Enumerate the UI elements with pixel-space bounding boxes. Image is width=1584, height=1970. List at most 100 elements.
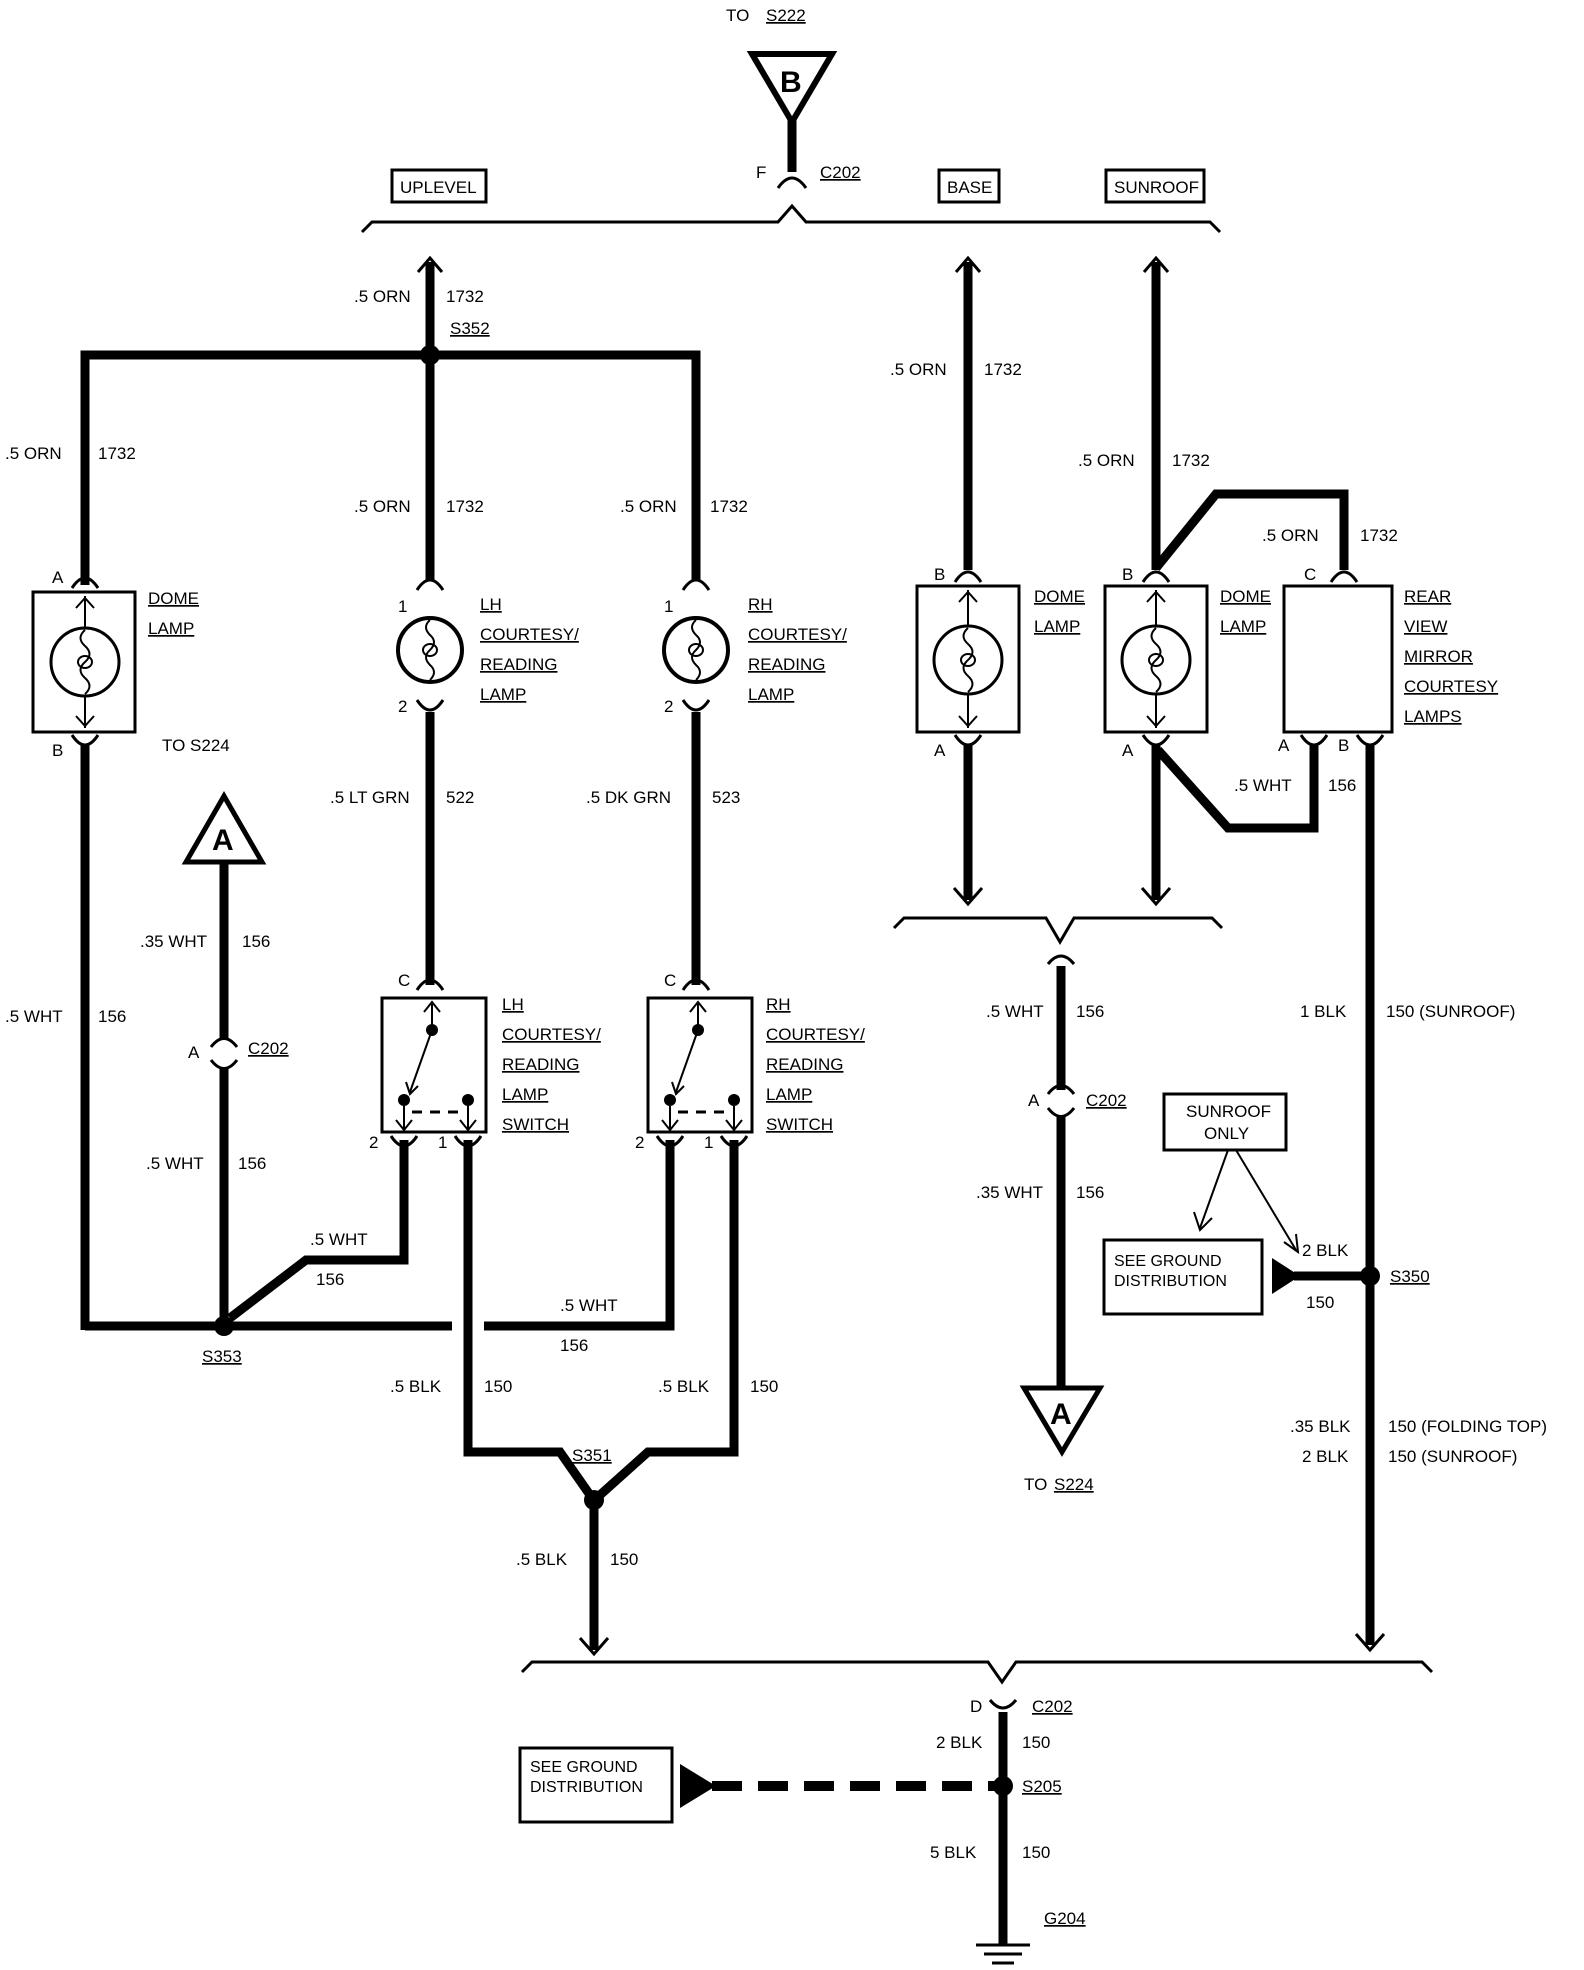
wire-number: 150 (484, 1377, 512, 1396)
wire-label: .5 WHT (146, 1154, 204, 1173)
wire-label: .35 WHT (976, 1183, 1043, 1202)
pin-label: A (1028, 1091, 1040, 1110)
wire-label: .5 ORN (890, 360, 947, 379)
component-label: COURTESY (1404, 677, 1498, 696)
component-label: LAMP (1220, 617, 1266, 636)
pin-label: A (1278, 736, 1290, 755)
component-label: DOME (1034, 587, 1085, 606)
s351-label: S351 (572, 1446, 612, 1465)
note-text: SEE GROUND (1114, 1253, 1222, 1270)
pin-label: A (1122, 741, 1134, 760)
wire-number: 150 (FOLDING TOP) (1388, 1417, 1547, 1436)
component-label: LAMP (766, 1085, 812, 1104)
note-text: SEE GROUND (530, 1759, 638, 1776)
pin-label: A (934, 741, 946, 760)
wire-label: 2 BLK (936, 1733, 983, 1752)
connector-b-triangle (746, 51, 838, 128)
pin-label: B (1122, 565, 1133, 584)
note-text: ONLY (1204, 1124, 1249, 1143)
wire-label: .35 WHT (140, 932, 207, 951)
pin-label: B (1338, 736, 1349, 755)
component-label: COURTESY/ (766, 1025, 865, 1044)
s205-label: S205 (1022, 1777, 1062, 1796)
g204-label: G204 (1044, 1909, 1086, 1928)
s351-splice: S351 .5 BLK 150 .5 BLK 150 .5 BLK 150 (390, 1140, 778, 1657)
top-connector-b: TO S222 B F C202 (726, 6, 861, 189)
pin-label: 1 (664, 597, 673, 616)
to-label: TO (1024, 1475, 1047, 1494)
pin-label: 2 (369, 1133, 378, 1152)
pin-label: C (398, 971, 410, 990)
wire-number: 150 (SUNROOF) (1388, 1447, 1517, 1466)
lh-courtesy-lamp: 1 2 LH COURTESY/ READING LAMP .5 LT GRN … (330, 578, 579, 985)
pin-label: B (934, 565, 945, 584)
s224-label: S224 (1054, 1475, 1094, 1494)
pin-label: C (1304, 565, 1316, 584)
c202-label: C202 (248, 1039, 289, 1058)
lh-courtesy-switch: C 2 1 LH COURTESY/ READING LAMP SWITCH (369, 971, 601, 1152)
wire-number: 156 (1076, 1183, 1104, 1202)
component-label: RH (748, 595, 773, 614)
wire-number: 150 (1022, 1843, 1050, 1862)
top-bracket (360, 203, 1222, 234)
c202-label: C202 (1086, 1091, 1127, 1110)
c202-top-label: C202 (820, 163, 861, 182)
uplevel-dome-lamp: A B DOME LAMP TO S224 (31, 568, 230, 1330)
s353-splice: S353 .5 WHT 156 .5 WHT 156 (85, 1140, 675, 1366)
component-label: LAMP (748, 685, 794, 704)
wire-number: 150 (750, 1377, 778, 1396)
component-label: READING (748, 655, 825, 674)
wire-label: 5 BLK (930, 1843, 977, 1862)
wire-number: 156 (1328, 776, 1356, 795)
base-label: BASE (947, 178, 992, 197)
wire-number: 156 (560, 1336, 588, 1355)
wire-label: .5 BLK (390, 1377, 442, 1396)
wire-label: .5 WHT (1234, 776, 1292, 795)
uplevel-label: UPLEVEL (400, 178, 477, 197)
wire-number: 1732 (98, 444, 136, 463)
s353-label: S353 (202, 1347, 242, 1366)
wire-number: 156 (1076, 1002, 1104, 1021)
rh-courtesy-switch: C 2 1 RH COURTESY/ READING LAMP SWITCH (635, 971, 865, 1152)
component-label: LAMP (148, 619, 194, 638)
wire-label: .5 WHT (5, 1007, 63, 1026)
note-text: DISTRIBUTION (1114, 1273, 1227, 1290)
wire-number: 1732 (710, 497, 748, 516)
connector-a-letter: A (1050, 1398, 1072, 1431)
wire-label: .5 BLK (658, 1377, 710, 1396)
component-label: READING (766, 1055, 843, 1074)
component-label: LAMPS (1404, 707, 1462, 726)
note-text: DISTRIBUTION (530, 1779, 643, 1796)
component-label: MIRROR (1404, 647, 1473, 666)
wire-label: 2 BLK (1302, 1241, 1349, 1260)
wire-number: 156 (242, 932, 270, 951)
wire-label: 2 BLK (1302, 1447, 1349, 1466)
wire-number: 150 (SUNROOF) (1386, 1002, 1515, 1021)
option-labels: UPLEVEL BASE SUNROOF (390, 168, 1206, 204)
component-label: LH (480, 595, 502, 614)
wire-number: 522 (446, 788, 474, 807)
connector-a-left: A .35 WHT 156 A C202 .5 WHT 156 .5 WHT 1… (5, 790, 289, 1322)
bottom-ground: D C202 2 BLK 150 S205 SEE GROUND DISTRIB… (518, 1660, 1434, 1965)
wire-label: .5 ORN (5, 444, 62, 463)
component-label: COURTESY/ (480, 625, 579, 644)
pin-label: 1 (438, 1133, 447, 1152)
sunroof-only-note: SUNROOF ONLY SEE GROUND DISTRIBUTION (1102, 1092, 1300, 1316)
pin-label: B (52, 741, 63, 760)
component-label: READING (502, 1055, 579, 1074)
wire-number: 1732 (446, 497, 484, 516)
component-label: SWITCH (502, 1115, 569, 1134)
connector-a-letter: A (212, 824, 234, 857)
pin-label: 2 (398, 697, 407, 716)
pin-label: A (188, 1043, 200, 1062)
pin-label: C (664, 971, 676, 990)
uplevel-feed: .5 ORN 1732 S352 .5 ORN 1732 .5 ORN 1732… (5, 255, 748, 585)
wire-label: .5 ORN (354, 287, 411, 306)
component-label: READING (480, 655, 557, 674)
to-s224-label: TO S224 (162, 736, 230, 755)
wire-number: 156 (316, 1270, 344, 1289)
wire-label: .5 DK GRN (586, 788, 671, 807)
component-label: RH (766, 995, 791, 1014)
to-s222-label: TO (726, 6, 749, 25)
